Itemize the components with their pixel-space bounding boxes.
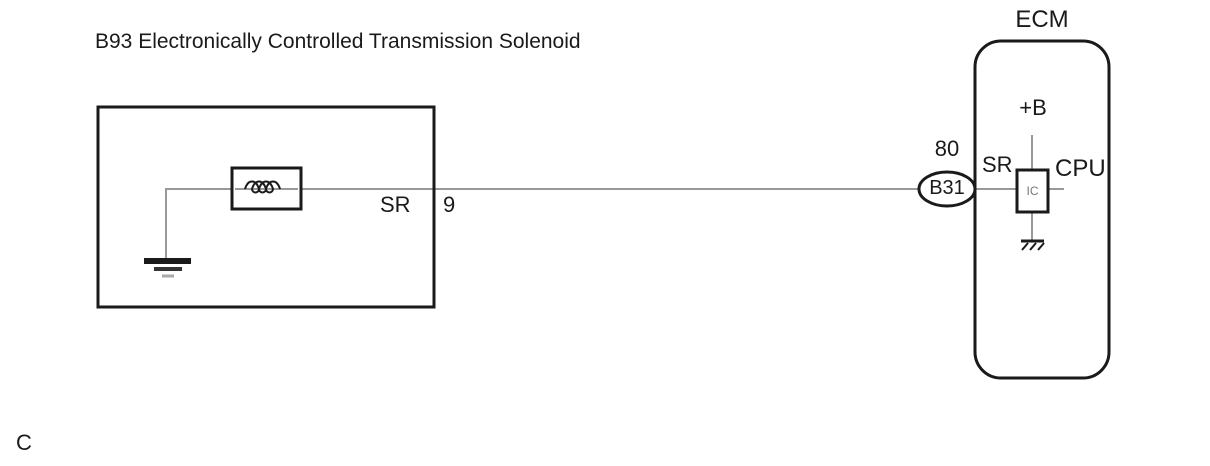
diagram-title: B93 Electronically Controlled Transmissi… [95,30,581,53]
ecm-box [973,39,1111,380]
chassis-ground-hatch-1 [1021,242,1029,251]
solenoid-component-box [96,105,436,309]
connector-code: B31 [929,177,965,199]
ic-box [1015,168,1050,214]
ecm-wire-label: SR [982,152,1013,177]
ic-label: IC [1026,184,1039,198]
solenoid-terminal-number: 9 [443,192,456,217]
chassis-ground-hatch-3 [1037,242,1045,251]
ecm-power-label: +B [1019,95,1047,120]
ecm-cpu-label: CPU [1055,155,1106,182]
chassis-ground-hatch-2 [1029,242,1037,251]
solenoid-wire-label: SR [380,192,411,217]
ecm-title: ECM [1015,6,1069,33]
earth-ground-icon [144,258,191,278]
chassis-ground-icon [1021,239,1045,251]
connector-terminal-number: 80 [934,136,960,161]
wire-group [165,135,1064,259]
connector-b31-oval [917,170,977,208]
page-marker: C [16,430,32,455]
solenoid-coil-icon [244,180,281,194]
